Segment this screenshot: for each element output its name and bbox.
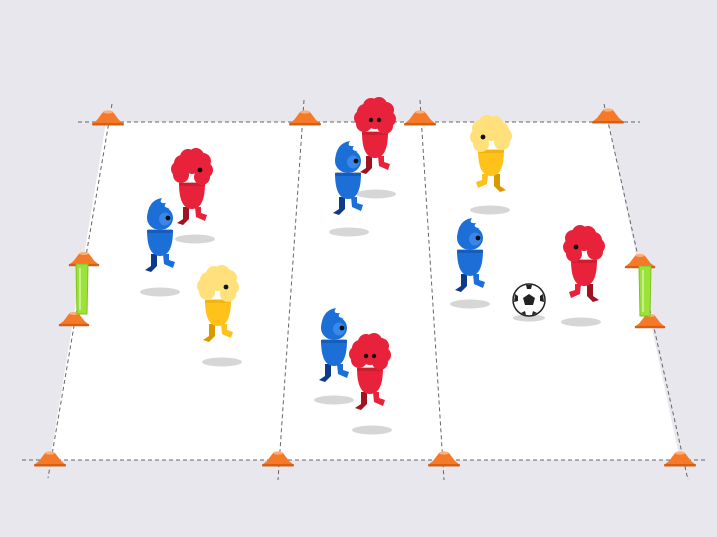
cone-body	[92, 112, 124, 124]
cone-base	[262, 464, 294, 467]
cone-top	[675, 451, 685, 454]
player-head	[354, 97, 396, 134]
hair-curl	[184, 158, 200, 174]
goal-net	[639, 266, 651, 316]
cone-top	[273, 451, 283, 454]
cone-body	[592, 110, 624, 122]
player-eye	[198, 168, 203, 173]
cone-top	[439, 451, 449, 454]
player-shadow	[470, 206, 510, 215]
soccer-ball-icon	[513, 284, 545, 316]
cone-top	[300, 110, 310, 113]
player-shadow	[329, 228, 369, 237]
player-eye	[481, 135, 486, 140]
ball-patch	[526, 285, 532, 289]
player-face	[366, 113, 384, 129]
player-eye	[377, 118, 381, 122]
cone-base	[664, 464, 696, 467]
cone-icon	[92, 110, 124, 125]
player-face	[361, 349, 379, 365]
hair-curl	[210, 275, 226, 291]
cone-top	[635, 254, 645, 257]
player-shadow	[314, 396, 354, 405]
ball-layer	[513, 284, 545, 322]
player-eye	[354, 159, 359, 164]
cone-body	[404, 112, 436, 124]
hair-curl	[483, 125, 499, 141]
player-shadow	[561, 318, 601, 327]
player-shadow	[202, 358, 242, 367]
hair-curl	[576, 235, 592, 251]
player-shadow	[356, 190, 396, 199]
player-eye	[372, 354, 376, 358]
cone-base	[34, 464, 66, 467]
player-shadow	[450, 300, 490, 309]
player-eye	[166, 216, 171, 221]
player-shadow	[140, 288, 180, 297]
cone-icon	[404, 110, 436, 125]
cone-base	[289, 123, 321, 126]
goal-gate-icon	[639, 266, 651, 316]
goal-gate-icon	[76, 264, 88, 314]
cone-base	[59, 324, 89, 326]
cone-base	[635, 326, 665, 328]
cone-top	[45, 451, 55, 454]
cone-icon	[289, 110, 321, 125]
player-eye	[364, 354, 368, 358]
player-eye	[476, 236, 481, 241]
player-eye	[340, 326, 345, 331]
cone-body	[289, 112, 321, 124]
player-shadow	[175, 235, 215, 244]
cone-base	[428, 464, 460, 467]
cone-icon	[592, 108, 624, 123]
cone-base	[404, 123, 436, 126]
cone-base	[92, 123, 124, 126]
goal-net	[76, 264, 88, 314]
cone-base	[592, 121, 624, 124]
cone-top	[103, 110, 113, 113]
player-eye	[224, 285, 229, 290]
player-shadow	[352, 426, 392, 435]
cone-top	[415, 110, 425, 113]
player-eye	[574, 245, 579, 250]
cone-top	[603, 108, 613, 111]
cone-top	[79, 252, 89, 255]
field-layer	[22, 100, 705, 480]
player-eye	[369, 118, 373, 122]
